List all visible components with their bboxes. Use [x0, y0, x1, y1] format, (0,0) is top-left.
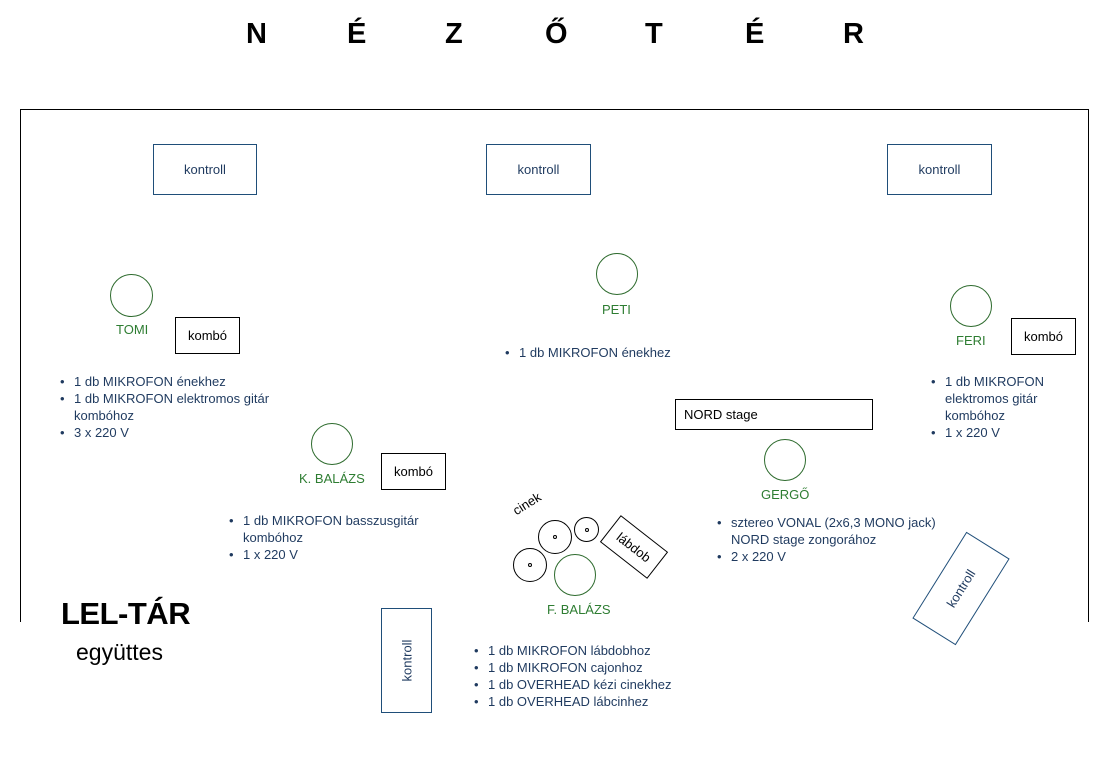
- member-position-peti: [596, 253, 638, 295]
- keyboard-nord-stage: NORD stage: [675, 399, 873, 430]
- member-name-feri: FERI: [956, 333, 986, 348]
- requirements-kbalazs: 1 db MIKROFON basszusgitár kombóhoz 1 x …: [229, 512, 439, 563]
- monitor-label: kontroll: [918, 162, 961, 177]
- cymbal-icon: [513, 548, 547, 582]
- monitor-right: kontroll: [887, 144, 992, 195]
- cymbals-label: cinek: [510, 489, 544, 518]
- list-item: 1 db MIKROFON énekhez: [60, 373, 300, 390]
- list-item: 1 db OVERHEAD lábcinhez: [474, 693, 714, 710]
- list-item: 1 x 220 V: [931, 424, 1061, 441]
- audience-letter: É: [347, 18, 367, 50]
- stage-front-edge: [20, 109, 1089, 110]
- list-item: 1 db OVERHEAD kézi cinekhez: [474, 676, 714, 693]
- monitor-label: kontroll: [517, 162, 560, 177]
- member-name-peti: PETI: [602, 302, 631, 317]
- kick-drum: lábdob: [599, 515, 669, 579]
- kick-label: lábdob: [613, 529, 654, 565]
- band-name: LEL-TÁR: [61, 596, 191, 631]
- member-name-gergo: GERGŐ: [761, 487, 810, 502]
- combo-label: kombó: [1023, 329, 1064, 344]
- band-subtitle: együttes: [76, 639, 163, 665]
- audience-letter: T: [645, 18, 663, 50]
- combo-amp-tomi: kombó: [175, 317, 240, 354]
- keyboard-label: NORD stage: [684, 407, 758, 422]
- monitor-center: kontroll: [486, 144, 591, 195]
- requirements-peti: 1 db MIKROFON énekhez: [505, 344, 725, 361]
- audience-letter: É: [745, 18, 765, 50]
- stage-right-edge: [1088, 109, 1089, 622]
- list-item: 2 x 220 V: [717, 548, 957, 565]
- audience-header: N É Z Ő T É R: [0, 18, 1113, 58]
- member-position-fbalazs: [554, 554, 596, 596]
- combo-label: kombó: [187, 328, 228, 343]
- member-position-feri: [950, 285, 992, 327]
- combo-label: kombó: [393, 464, 434, 479]
- cymbal-icon: [538, 520, 572, 554]
- requirements-feri: 1 db MIKROFON elektromos gitár kombóhoz …: [931, 373, 1061, 441]
- audience-letter: Z: [445, 18, 463, 50]
- audience-letter: R: [843, 18, 864, 50]
- combo-amp-feri: kombó: [1011, 318, 1076, 355]
- member-position-gergo: [764, 439, 806, 481]
- combo-amp-kbalazs: kombó: [381, 453, 446, 490]
- requirements-tomi: 1 db MIKROFON énekhez 1 db MIKROFON elek…: [60, 373, 300, 441]
- audience-letter: N: [246, 18, 267, 50]
- requirements-gergo: sztereo VONAL (2x6,3 MONO jack) NORD sta…: [717, 514, 957, 565]
- member-name-tomi: TOMI: [116, 322, 149, 337]
- requirements-fbalazs: 1 db MIKROFON lábdobhoz 1 db MIKROFON ca…: [474, 642, 714, 710]
- member-name-fbalazs: F. BALÁZS: [547, 602, 611, 617]
- stage-left-edge: [20, 109, 21, 622]
- list-item: 1 db MIKROFON lábdobhoz: [474, 642, 714, 659]
- list-item: 1 x 220 V: [229, 546, 439, 563]
- list-item: 1 db MIKROFON énekhez: [505, 344, 725, 361]
- member-name-kbalazs: K. BALÁZS: [299, 471, 365, 486]
- monitor-left: kontroll: [153, 144, 257, 195]
- monitor-label: kontroll: [943, 566, 979, 611]
- list-item: 1 db MIKROFON basszusgitár kombóhoz: [229, 512, 439, 546]
- list-item: 1 db MIKROFON elektromos gitár kombóhoz: [60, 390, 300, 424]
- audience-letter: Ő: [545, 18, 568, 50]
- member-position-kbalazs: [311, 423, 353, 465]
- list-item: 1 db MIKROFON cajonhoz: [474, 659, 714, 676]
- cymbal-icon: [574, 517, 599, 542]
- list-item: 1 db MIKROFON elektromos gitár kombóhoz: [931, 373, 1061, 424]
- monitor-label: kontroll: [398, 639, 414, 682]
- list-item: 3 x 220 V: [60, 424, 300, 441]
- monitor-label: kontroll: [184, 162, 226, 177]
- list-item: sztereo VONAL (2x6,3 MONO jack) NORD sta…: [717, 514, 957, 548]
- monitor-drums: kontroll: [381, 608, 432, 713]
- member-position-tomi: [110, 274, 153, 317]
